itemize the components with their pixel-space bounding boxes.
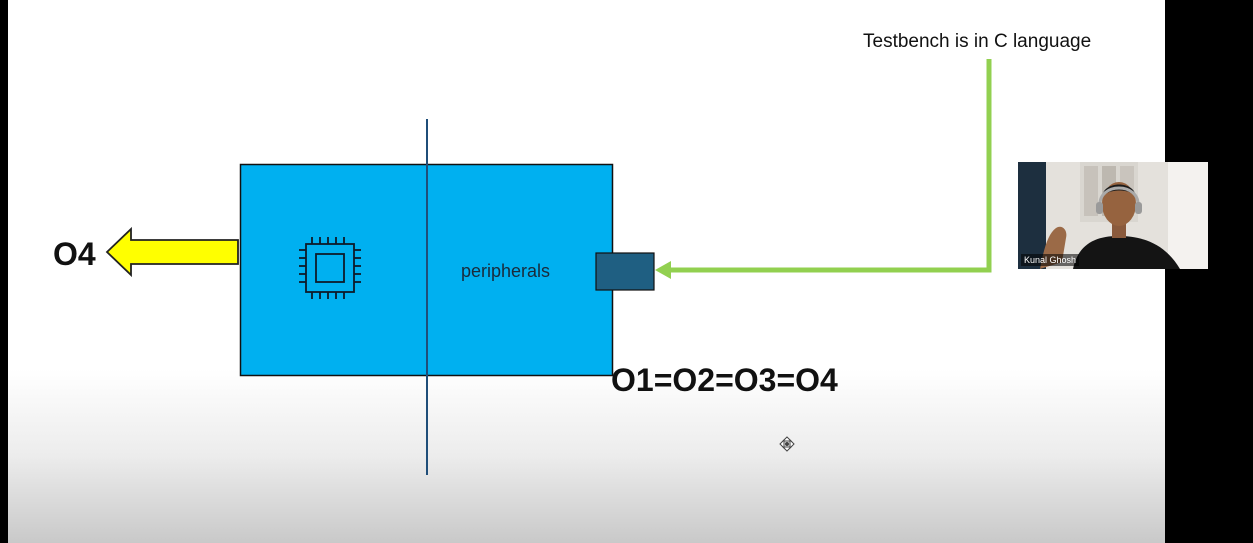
output-equation: O1=O2=O3=O4 xyxy=(611,362,838,398)
participant-name: Kunal Ghosh xyxy=(1021,254,1080,266)
testbench-connector xyxy=(668,59,992,273)
output-arrow xyxy=(105,226,239,278)
peripheral-port xyxy=(595,252,655,291)
testbench-connector-arrowhead xyxy=(655,261,671,279)
webcam-video xyxy=(1018,162,1208,269)
cpu-chip-icon xyxy=(299,237,361,299)
peripherals-label: peripherals xyxy=(461,261,551,281)
output-label: O4 xyxy=(53,236,96,272)
move-cursor-icon xyxy=(779,436,795,452)
webcam-tile[interactable]: Kunal Ghosh xyxy=(1018,162,1208,269)
testbench-note: Testbench is in C language xyxy=(863,31,1092,52)
